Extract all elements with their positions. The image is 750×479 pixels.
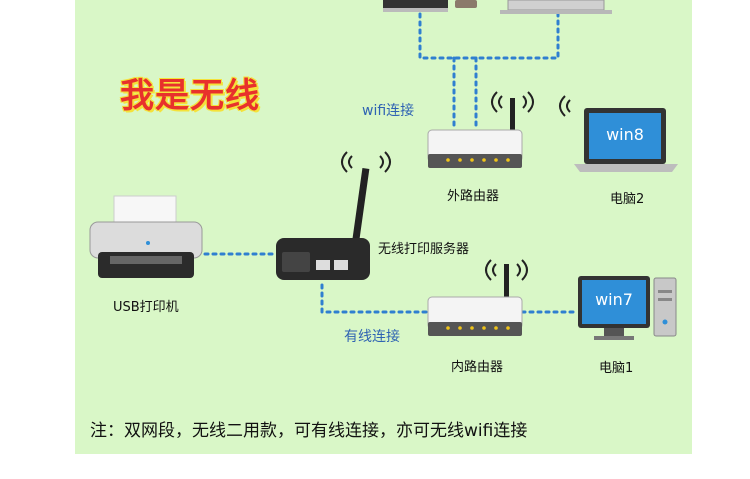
wifi-signal-icon — [560, 96, 570, 116]
wifi-connection-label: wifi连接 — [362, 100, 414, 120]
outer-router-label: 外路由器 — [447, 185, 499, 204]
print-server-icon — [276, 168, 370, 280]
print-server-label: 无线打印服务器 — [378, 238, 469, 257]
win7-screen-label: win7 — [595, 290, 633, 309]
printer-icon — [90, 196, 202, 278]
footnote: 注：双网段，无线二用款，可有线连接，亦可无线wifi连接 — [90, 416, 527, 441]
computer-1-label: 电脑1 — [599, 357, 633, 376]
link-top-devices-to-outer-router — [420, 14, 558, 58]
usb-printer-label: USB打印机 — [113, 296, 179, 315]
top-laptop-partial — [500, 0, 612, 14]
win8-screen-label: win8 — [606, 125, 644, 144]
link-server-to-inner-router — [322, 285, 428, 312]
headline: 我是无线 — [120, 68, 260, 117]
wired-connection-label: 有线连接 — [344, 326, 400, 346]
top-desktop-partial — [383, 0, 477, 12]
inner-router-icon — [428, 264, 522, 336]
connection-lines — [205, 14, 578, 312]
inner-router-label: 内路由器 — [451, 356, 503, 375]
computer-2-label: 电脑2 — [610, 188, 644, 207]
